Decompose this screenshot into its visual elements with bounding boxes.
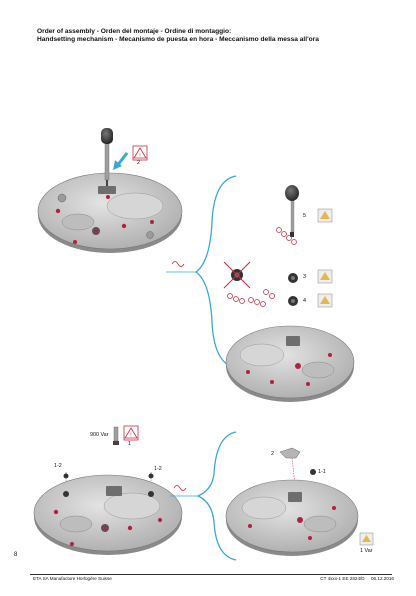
screw-icon [148, 473, 154, 479]
svg-text:!: ! [139, 153, 140, 159]
knob-tool-right [285, 185, 299, 237]
footer-date: 06.12.2016 [371, 576, 394, 581]
warning-number-bottom: 1 [128, 441, 131, 447]
oil-symbol-icon [359, 532, 374, 546]
variant-label-1: 1 Var [360, 548, 373, 554]
part-label-1-2-left: 1-2 [54, 463, 62, 469]
gear-icon [223, 261, 298, 306]
footer-doc-code: CT 4xxx-1 EE 2824/D [320, 576, 365, 581]
warning-number-top: 2 [137, 160, 140, 166]
spring-icon [171, 261, 185, 267]
movement-plate-right-top [225, 325, 355, 402]
part-label-3: 3 [303, 274, 306, 280]
part-label-4: 4 [303, 298, 306, 304]
part-label-1-1: 1-1 [318, 469, 326, 475]
chain-links-icon [227, 227, 297, 307]
page-header: Order of assembly - Orden del montaje - … [37, 28, 397, 44]
bracket-connector-bottom [170, 431, 237, 561]
screw-icon [310, 469, 316, 475]
footer-company: ETA SA Manufacture Horlogère Suisse [33, 576, 112, 581]
bracket-connector-top [166, 175, 237, 369]
oil-symbol-icon [317, 208, 333, 308]
movement-plate-top-left [37, 172, 183, 253]
screwdriver-tool-bottom [113, 426, 119, 445]
spring-icon [173, 485, 187, 491]
svg-text:!: ! [130, 433, 131, 439]
page-number: 8 [14, 552, 18, 558]
movement-plate-bottom-left [33, 474, 183, 555]
arrow-icon [113, 152, 129, 170]
movement-plate-bottom-right [225, 479, 359, 556]
footer-doc-ref: CT 4xxx-1 EE 2824/D 06.12.2016 [320, 576, 394, 581]
header-title-line1: Order of assembly - Orden del montaje - … [37, 28, 232, 35]
screwdriver-tool-top [101, 128, 113, 186]
header-title-line2: Handsetting mechanism - Mecanismo de pue… [37, 36, 319, 43]
part-label-1-2-right: 1-2 [154, 466, 162, 472]
part-label-2: 2 [271, 451, 274, 457]
part-label-5: 5 [303, 213, 306, 219]
screw-icon [63, 473, 69, 479]
warning-icon: ! [132, 145, 148, 161]
footer-divider [30, 574, 392, 575]
warning-icon: ! [123, 425, 139, 441]
variant-label-900: 900 Var [90, 432, 109, 438]
